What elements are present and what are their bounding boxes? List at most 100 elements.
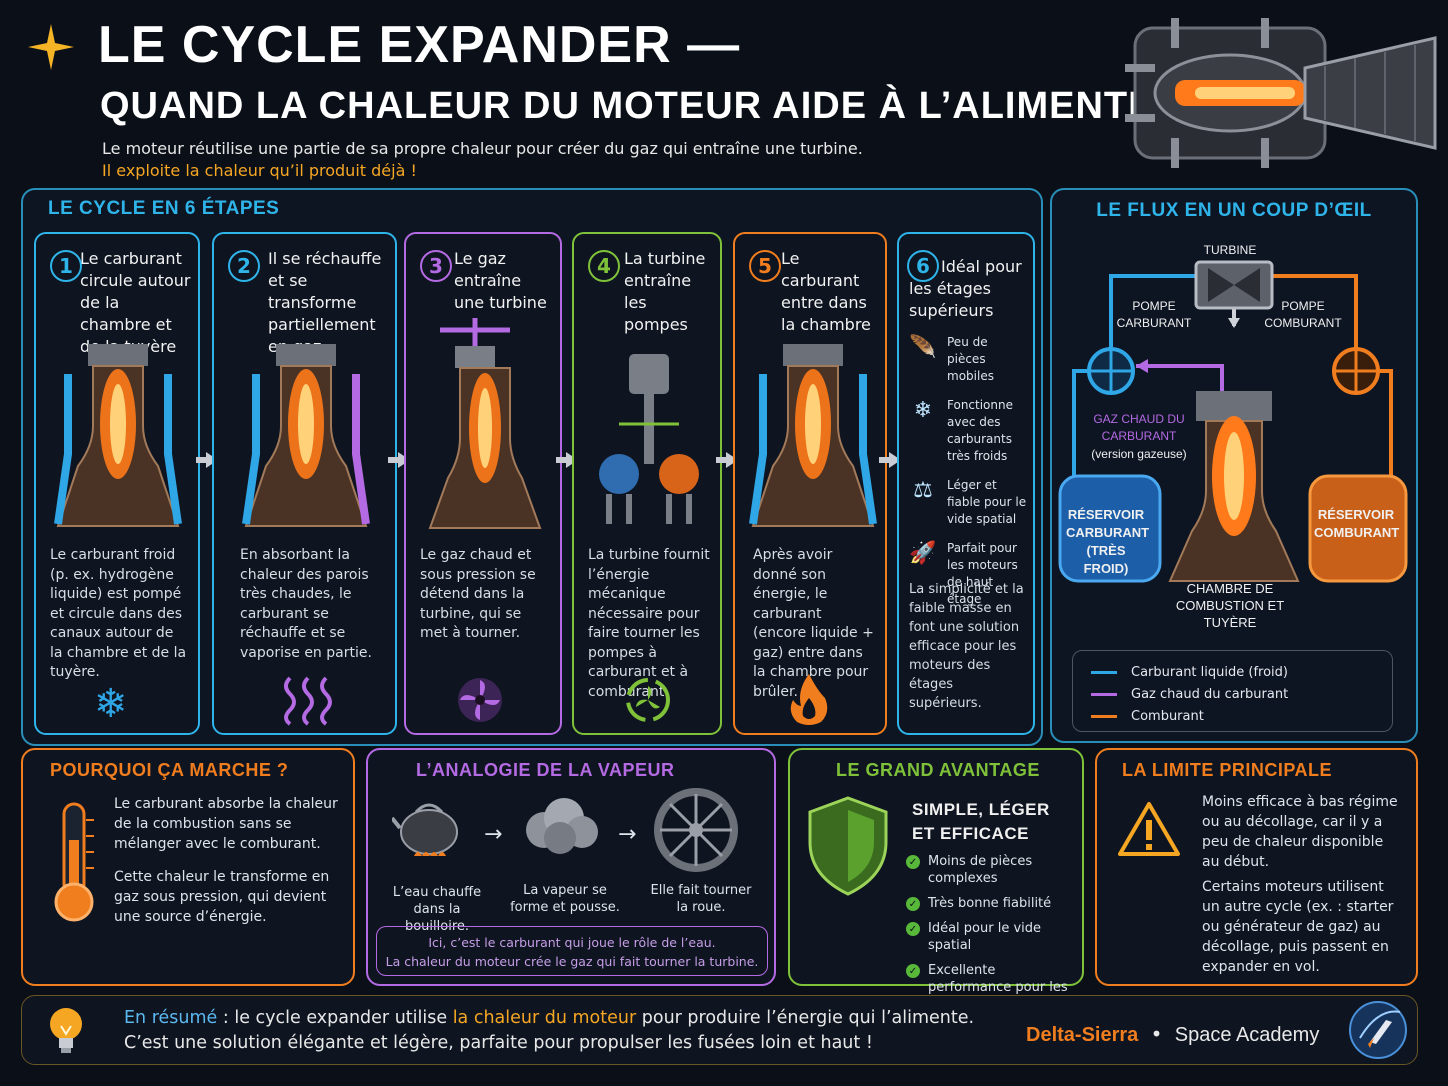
check-item: ✓ Idéal pour le vide spatial	[906, 920, 1078, 954]
chambre-label: CHAMBRE DE COMBUSTION ET TUYÈRE	[1175, 581, 1285, 630]
analogie-note-box: Ici, c’est le carburant qui joue le rôle…	[376, 926, 768, 976]
limite-text-2: Certains moteurs utilisent un autre cycl…	[1202, 879, 1394, 975]
page-title-line2: QUAND LA CHALEUR DU MOTEUR AIDE À L’ALIM…	[100, 85, 1183, 127]
step-title: Le carburant circule autour de la chambr…	[80, 249, 191, 356]
analogie-caption-3: Elle fait tourner la roue.	[650, 883, 752, 915]
summary-line-1: En résumé : le cycle expander utilise la…	[124, 1008, 974, 1028]
star-icon	[28, 24, 74, 70]
check-text: Moins de pièces complexes	[928, 854, 1033, 886]
step-title: Le carburant entre dans la chambre	[781, 249, 871, 334]
check-icon: ✓	[906, 922, 920, 936]
step-5-card: 5 Le carburant entre dans la chambre Apr…	[733, 232, 887, 735]
step-title: La turbine entraîne les pompes	[624, 249, 706, 334]
flame-icon	[787, 672, 831, 730]
wheel-icon	[654, 788, 738, 876]
advantages-list: 🪶 Peu de pièces mobiles ❄ Fonctionne avec …	[909, 334, 1029, 620]
summary-part2: pour produire l’énergie qui l’alimente.	[636, 1008, 975, 1028]
feather-icon: 🪶	[909, 335, 937, 360]
flux-diagram	[1056, 236, 1412, 636]
legend-item: Comburant	[1091, 705, 1374, 727]
summary-lead: En résumé	[124, 1008, 218, 1028]
limite-text-1: Moins efficace à bas régime ou au décoll…	[1202, 794, 1398, 870]
check-icon: ✓	[906, 897, 920, 911]
step-1-card: 1 Le carburant circule autour de la cham…	[34, 232, 200, 735]
legend-item: Gaz chaud du carburant	[1091, 683, 1374, 705]
heating-nozzle-illustration	[236, 344, 376, 534]
step-title: Idéal pour les étages supérieurs	[909, 257, 1022, 320]
flux-legend: Carburant liquide (froid) Gaz chaud du c…	[1072, 650, 1393, 732]
turbine-label: TURBINE	[1203, 243, 1257, 257]
legend-item: Carburant liquide (froid)	[1091, 661, 1374, 683]
limite-panel	[1095, 748, 1418, 986]
pourquoi-text-2: Cette chaleur le transforme en gaz sous …	[114, 869, 330, 925]
advantage-text: Fonctionne avec des carburants très froi…	[947, 398, 1013, 463]
snowflake-icon: ❄	[913, 398, 933, 423]
advantage-item: 🪶 Peu de pièces mobiles	[909, 334, 1029, 385]
check-text: Idéal pour le vide spatial	[928, 921, 1042, 953]
brand-name: Delta-Sierra	[1026, 1024, 1139, 1046]
brand-academy: Space Academy	[1174, 1024, 1320, 1046]
analogie-note-1: Ici, c’est le carburant qui joue le rôle…	[428, 935, 716, 950]
pompe-carburant-label: POMPE CARBURANT	[1116, 299, 1192, 330]
step-description: Le carburant froid (p. ex. hydrogène liq…	[50, 547, 187, 680]
check-item: ✓Moins de pièces complexes	[906, 853, 1078, 887]
reservoir-comburant-label: RÉSERVOIR COMBURANT	[1314, 507, 1400, 540]
summary-panel	[21, 995, 1418, 1065]
step-description: La simplicité et la faible masse en font…	[909, 582, 1024, 711]
thermometer-icon	[48, 800, 100, 928]
arrow-right-icon: →	[484, 822, 503, 847]
advantage-text: Peu de pièces mobiles	[947, 335, 994, 383]
check-text: Très bonne fiabilité	[928, 896, 1052, 911]
flux-heading: LE FLUX EN UN COUP D’ŒIL	[1096, 200, 1372, 221]
analogie-caption-1: L’eau chauffe dans la bouilloire.	[392, 885, 482, 934]
warning-icon	[1116, 800, 1182, 862]
step-number: 3	[420, 250, 452, 282]
gaz-chaud-label: GAZ CHAUD DU CARBURANT	[1093, 412, 1185, 443]
cooled-nozzle-illustration	[48, 344, 188, 534]
advantage-item: ⚖ Léger et fiable pour le vide spatial	[909, 477, 1029, 528]
step-6-card: 6 Idéal pour les étages supérieurs 🪶 Peu …	[897, 232, 1035, 735]
step-description: Le gaz chaud et sous pression se détend …	[420, 547, 536, 641]
step-number: 5	[749, 250, 781, 282]
academy-logo-icon	[1346, 998, 1410, 1062]
steam-cloud-icon	[516, 790, 606, 868]
step-title: Il se réchauffe et se transforme partiel…	[268, 249, 382, 356]
summary-part1: : le cycle expander utilise	[217, 1008, 453, 1028]
summary-line-2: C’est une solution élégante et légère, p…	[124, 1033, 873, 1053]
step-title: Le gaz entraîne une turbine	[454, 249, 547, 312]
legend-swatch	[1091, 714, 1117, 718]
check-item: ✓ Très bonne fiabilité	[906, 895, 1078, 912]
step-description: Après avoir donné son énergie, le carbur…	[753, 547, 874, 700]
advantage-text: Léger et fiable pour le vide spatial	[947, 478, 1027, 526]
step-number: 2	[228, 250, 260, 282]
page-subtitle: Le moteur réutilise une partie de sa pro…	[102, 139, 863, 158]
legend-label: Comburant	[1131, 708, 1204, 724]
check-icon: ✓	[906, 964, 920, 978]
step-3-card: 3 Le gaz entraîne une turbine Le gaz cha…	[404, 232, 562, 735]
advantage-item: 🚀Parfait pour les moteurs de haut étage	[909, 540, 1029, 608]
advantage-text: Parfait pour les moteurs de haut étage	[947, 541, 1018, 606]
limite-heading: LA LIMITE PRINCIPALE	[1122, 760, 1332, 780]
balance-icon: ⚖	[913, 478, 933, 503]
analogie-note-2: La chaleur du moteur crée le gaz qui fai…	[385, 954, 759, 969]
step-number: 6	[907, 250, 939, 282]
page-highlight: Il exploite la chaleur qu’il produit déj…	[102, 161, 417, 180]
combustion-nozzle-illustration	[743, 344, 883, 534]
step-2-card: 2 Il se réchauffe et se transforme parti…	[212, 232, 397, 735]
rocket-engine-illustration	[1115, 8, 1445, 178]
arrow-right-icon: →	[618, 822, 637, 847]
brand-separator: •	[1150, 1022, 1163, 1046]
legend-label: Gaz chaud du carburant	[1131, 686, 1289, 702]
turbine-pumps-illustration	[589, 344, 709, 534]
heat-waves-icon	[280, 674, 336, 730]
lightbulb-icon	[44, 1004, 88, 1060]
cycle-heading: LE CYCLE EN 6 ÉTAPES	[48, 198, 280, 219]
pourquoi-text-1: Le carburant absorbe la chaleur de la co…	[114, 796, 338, 852]
avantage-subtitle: SIMPLE, LÉGER ET EFFICACE	[912, 800, 1050, 843]
reservoir-carburant-label: RÉSERVOIR CARBURANT (TRÈS FROID)	[1066, 507, 1150, 576]
pompe-comburant-label: POMPE COMBURANT	[1264, 299, 1342, 330]
legend-label: Carburant liquide (froid)	[1131, 664, 1288, 680]
turbine-fan-icon	[456, 676, 504, 728]
shield-icon	[806, 796, 890, 900]
brand: Delta-Sierra • Space Academy	[1026, 1022, 1319, 1047]
